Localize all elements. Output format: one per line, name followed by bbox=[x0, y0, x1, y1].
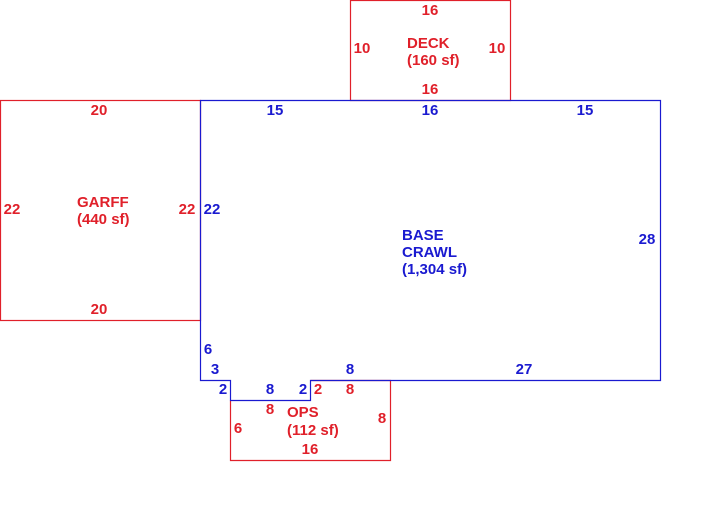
garff-dim-bottom: 20 bbox=[91, 301, 108, 318]
ops-dim-left: 6 bbox=[234, 420, 242, 437]
deck-name: DECK bbox=[407, 35, 450, 52]
base-dim-top-mid: 16 bbox=[422, 102, 439, 119]
ops-dim-inner: 8 bbox=[266, 401, 274, 418]
deck-dim-bottom: 16 bbox=[422, 81, 439, 98]
ops-dim-top-right: 2 bbox=[314, 381, 322, 398]
base-name-line2: CRAWL bbox=[402, 244, 457, 261]
base-area: (1,304 sf) bbox=[402, 261, 467, 278]
base-name-line1: BASE bbox=[402, 227, 444, 244]
base-dim-top-right: 15 bbox=[577, 102, 594, 119]
deck-dim-left: 10 bbox=[354, 40, 371, 57]
base-dim-top-left: 15 bbox=[267, 102, 284, 119]
garff-dim-left: 22 bbox=[4, 201, 21, 218]
base-dim-right: 28 bbox=[639, 231, 656, 248]
ops-dim-right: 8 bbox=[378, 410, 386, 427]
base-dim-bottom-b: 27 bbox=[516, 361, 533, 378]
base-dim-notch-right: 2 bbox=[299, 381, 307, 398]
ops-dim-top: 8 bbox=[346, 381, 354, 398]
base-dim-bottom-a: 8 bbox=[346, 361, 354, 378]
base-dim-step-b: 2 bbox=[219, 381, 227, 398]
deck-dim-right: 10 bbox=[489, 40, 506, 57]
base-dim-left: 22 bbox=[204, 201, 221, 218]
deck-area: (160 sf) bbox=[407, 52, 460, 69]
deck-dim-top: 16 bbox=[422, 2, 439, 19]
ops-area: (112 sf) bbox=[287, 422, 339, 439]
garff-name: GARFF bbox=[77, 194, 129, 211]
base-dim-step-a: 3 bbox=[211, 361, 219, 378]
ops-name: OPS bbox=[287, 404, 319, 421]
base-dim-left-lower: 6 bbox=[204, 341, 212, 358]
base-dim-notch-bottom: 8 bbox=[266, 381, 274, 398]
ops-dim-bottom: 16 bbox=[302, 441, 319, 458]
base-crawl-outline bbox=[199, 99, 662, 402]
garff-area: (440 sf) bbox=[77, 211, 130, 228]
garff-dim-right: 22 bbox=[179, 201, 196, 218]
garff-dim-top: 20 bbox=[91, 102, 108, 119]
